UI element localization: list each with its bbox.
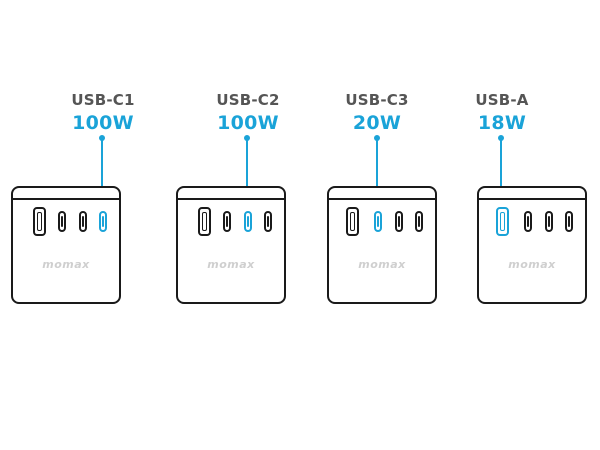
wattage-label: 100W	[72, 112, 134, 134]
charger-body: momax	[176, 186, 286, 304]
usb-c-port	[524, 211, 532, 232]
connector-line	[500, 138, 502, 204]
brand-logo: momax	[207, 258, 255, 271]
brand-logo: momax	[358, 258, 406, 271]
connector-dot	[244, 135, 250, 141]
port-label: USB-C1	[71, 91, 135, 109]
connector-line	[101, 138, 103, 212]
usb-a-port	[33, 207, 46, 236]
brand-logo: momax	[508, 258, 556, 271]
usb-c-port	[79, 211, 87, 232]
connector-line	[246, 138, 248, 212]
usb-c-port	[565, 211, 573, 232]
usb-a-port	[346, 207, 359, 236]
port-label: USB-C3	[345, 91, 409, 109]
port-label: USB-A	[475, 91, 529, 109]
usb-c-port	[415, 211, 423, 232]
charger-body: momax	[11, 186, 121, 304]
usb-c-port	[223, 211, 231, 232]
usb-c-port-highlighted	[374, 211, 382, 232]
usb-c-port	[545, 211, 553, 232]
usb-c-port	[58, 211, 66, 232]
charger-body: momax	[327, 186, 437, 304]
connector-dot	[498, 135, 504, 141]
connector-dot	[374, 135, 380, 141]
usb-c-port-highlighted	[244, 211, 252, 232]
usb-c-port	[395, 211, 403, 232]
wattage-label: 20W	[352, 112, 402, 134]
brand-logo: momax	[42, 258, 90, 271]
charger-body: momax	[477, 186, 587, 304]
usb-c-port-highlighted	[99, 211, 107, 232]
usb-a-port-highlighted	[496, 207, 509, 236]
connector-line	[376, 138, 378, 212]
wattage-label: 18W	[477, 112, 527, 134]
usb-a-port	[198, 207, 211, 236]
charger-top-edge	[13, 188, 119, 200]
port-label: USB-C2	[216, 91, 280, 109]
connector-dot	[99, 135, 105, 141]
usb-c-port	[264, 211, 272, 232]
charger-top-edge	[329, 188, 435, 200]
charger-top-edge	[178, 188, 284, 200]
wattage-label: 100W	[217, 112, 279, 134]
charger-top-edge	[479, 188, 585, 200]
